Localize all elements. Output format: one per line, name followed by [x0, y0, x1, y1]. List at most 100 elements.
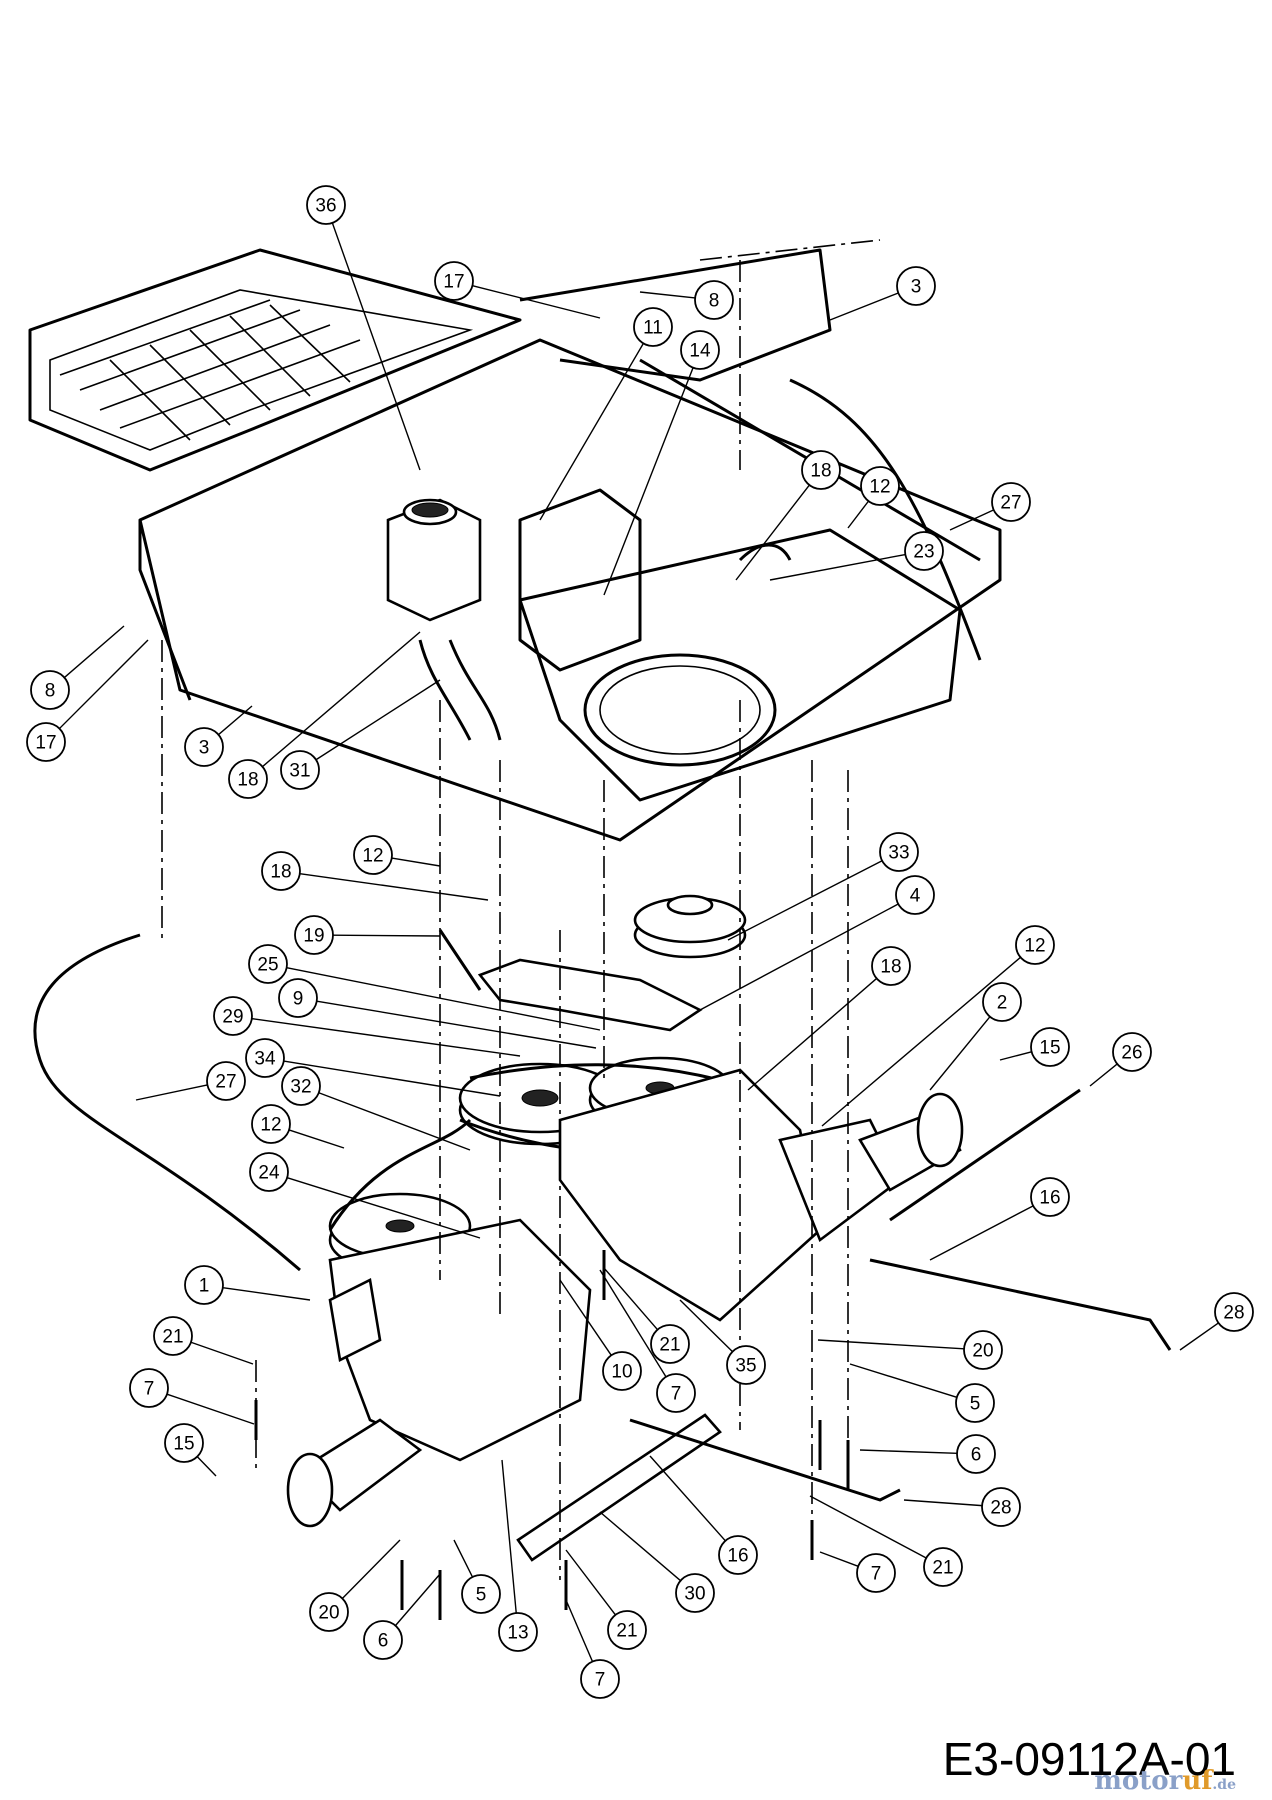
callout-leader-line [809, 1495, 927, 1559]
callout-label: 13 [507, 1623, 528, 1644]
part-callout-7: 7 [565, 1599, 620, 1699]
part-callout-25: 25 [248, 944, 601, 1031]
callout-circle [675, 1573, 715, 1613]
callout-circle [879, 832, 919, 872]
part-callout-23: 23 [769, 531, 944, 581]
part-callout-16: 16 [929, 1177, 1070, 1261]
callout-circle [871, 946, 911, 986]
callout-circle [896, 266, 936, 306]
callout-leader-line [283, 1060, 501, 1097]
callout-circle [363, 1620, 403, 1660]
callout-circle [955, 1383, 995, 1423]
callout-leader-line [286, 967, 601, 1031]
callout-circle [261, 851, 301, 891]
callout-circle [718, 1535, 758, 1575]
callout-circle [26, 722, 66, 762]
part-callout-36: 36 [306, 185, 421, 471]
callout-leader-line [849, 1363, 958, 1399]
callout-leader-line [299, 872, 489, 901]
callout-label: 27 [215, 1072, 236, 1093]
callout-label: 26 [1121, 1043, 1142, 1064]
callout-circle [801, 450, 841, 490]
callout-leader-line [821, 956, 1021, 1127]
part-callout-6: 6 [363, 1573, 441, 1660]
part-callout-29: 29 [213, 996, 521, 1057]
callout-label: 21 [616, 1621, 637, 1642]
callout-circle [280, 750, 320, 790]
callout-circle [129, 1368, 169, 1408]
callout-leader-line [318, 1092, 471, 1151]
part-callout-21: 21 [565, 1549, 647, 1650]
callout-label: 34 [254, 1049, 276, 1070]
callout-leader-line [903, 1499, 983, 1507]
callout-leader-line [166, 1393, 255, 1425]
callout-label: 28 [990, 1498, 1011, 1519]
callout-leader-line [286, 1177, 481, 1239]
part-callout-20: 20 [309, 1539, 401, 1632]
callout-circle [309, 1592, 349, 1632]
callout-leader-line [453, 1539, 474, 1578]
callout-leader-line [1179, 1322, 1219, 1351]
part-callout-12: 12 [251, 1104, 345, 1149]
callout-leader-line [251, 1017, 521, 1057]
callout-label: 7 [671, 1384, 682, 1405]
callout-leader-line [135, 1084, 208, 1101]
callout-leader-line [190, 1341, 254, 1365]
callout-label: 6 [971, 1445, 982, 1466]
callout-leader-line [603, 367, 694, 596]
callout-label: 4 [910, 886, 921, 907]
callout-label: 24 [258, 1163, 280, 1184]
callout-label: 17 [35, 733, 56, 754]
callout-circle [726, 1345, 766, 1385]
callout-label: 6 [378, 1631, 389, 1652]
callout-circle [30, 670, 70, 710]
part-callout-20: 20 [817, 1330, 1003, 1370]
callout-label: 18 [270, 862, 291, 883]
callout-leader-line [817, 1339, 965, 1350]
callout-circle [607, 1610, 647, 1650]
callout-leader-line [222, 1286, 311, 1301]
callout-leader-line [539, 343, 645, 521]
callout-leader-line [599, 1511, 681, 1582]
callout-leader-line [999, 1051, 1032, 1061]
callout-circle [206, 1061, 246, 1101]
callout-circle [153, 1316, 193, 1356]
callout-circle [633, 307, 673, 347]
callout-circle [248, 944, 288, 984]
callout-leader-line [769, 553, 906, 581]
callout-circle [184, 1265, 224, 1305]
part-callout-17: 17 [434, 261, 601, 319]
part-callout-33: 33 [727, 832, 919, 941]
callout-label: 18 [880, 957, 901, 978]
callout-label: 7 [871, 1564, 882, 1585]
part-callout-3: 3 [829, 266, 936, 321]
watermark: motoruf.de [1094, 1766, 1236, 1796]
callout-leader-line [859, 1449, 958, 1455]
callout-leader-line [316, 1000, 597, 1049]
callout-leader-line [829, 292, 899, 321]
part-callout-8: 8 [639, 280, 734, 320]
part-callout-18: 18 [747, 946, 911, 1091]
callout-circle [956, 1434, 996, 1474]
callout-label: 21 [659, 1335, 680, 1356]
callout-label: 25 [257, 955, 278, 976]
part-callout-21: 21 [603, 1267, 690, 1364]
callout-circle [228, 759, 268, 799]
part-callout-28: 28 [903, 1487, 1021, 1527]
watermark-text-c: .de [1212, 1777, 1236, 1793]
callout-circle [580, 1659, 620, 1699]
callout-leader-line [315, 679, 441, 761]
callout-leader-line [391, 857, 441, 867]
part-callout-11: 11 [539, 307, 673, 521]
callout-leader-line [949, 509, 995, 531]
callout-label: 12 [362, 846, 383, 867]
callout-circle [650, 1324, 690, 1364]
part-callout-4: 4 [699, 875, 935, 1011]
part-callout-5: 5 [453, 1539, 501, 1614]
callout-leader-line [565, 1549, 617, 1616]
part-callout-17: 17 [26, 639, 149, 762]
callout-circle [251, 1104, 291, 1144]
part-callout-9: 9 [278, 978, 597, 1049]
callout-label: 14 [689, 341, 711, 362]
